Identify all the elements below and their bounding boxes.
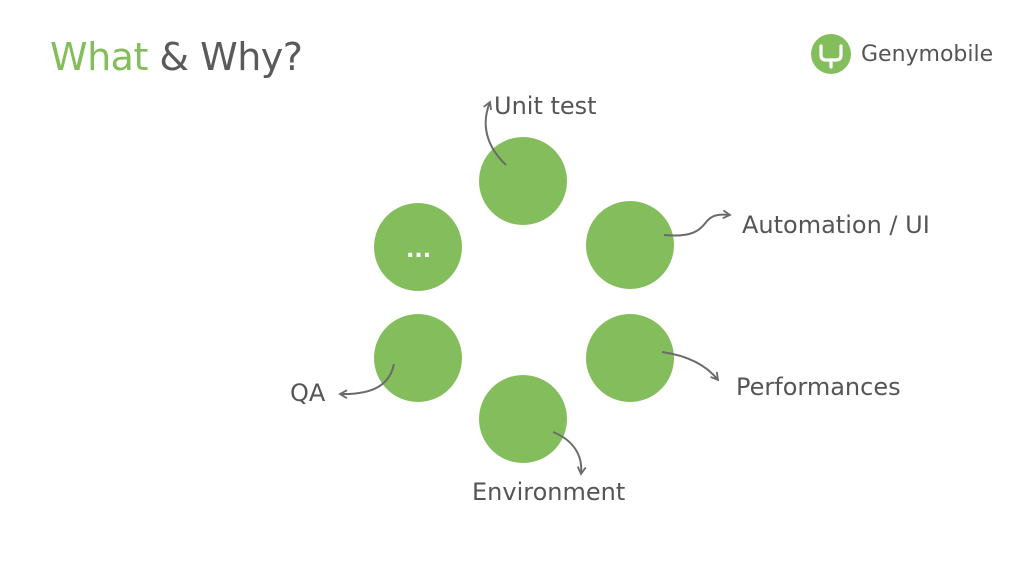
logo-text: Genymobile [861,41,994,67]
genymobile-logo-icon [811,34,851,74]
genymobile-logo: Genymobile [810,33,993,75]
arrow-automation [663,209,732,237]
label-automation: Automation / UI [742,211,930,239]
label-qa: QA [290,379,326,407]
node-circle-automation [586,201,674,289]
node-circle-qa [374,314,462,402]
label-more: ... [406,238,432,263]
label-unit-test: Unit test [494,92,597,120]
node-circle-more [374,203,462,291]
node-circle-unit-test [479,137,567,225]
slide-title: What & Why? [50,30,303,84]
node-circle-environment [479,375,567,463]
arrow-environment [552,431,587,476]
title-accent: What [50,35,148,79]
node-circle-performances [586,314,674,402]
arrow-performances [661,351,720,382]
label-environment: Environment [472,478,626,506]
title-rest: & Why? [147,35,303,79]
label-performances: Performances [736,373,901,401]
arrow-unit-test [483,100,507,166]
arrow-qa [338,363,395,399]
